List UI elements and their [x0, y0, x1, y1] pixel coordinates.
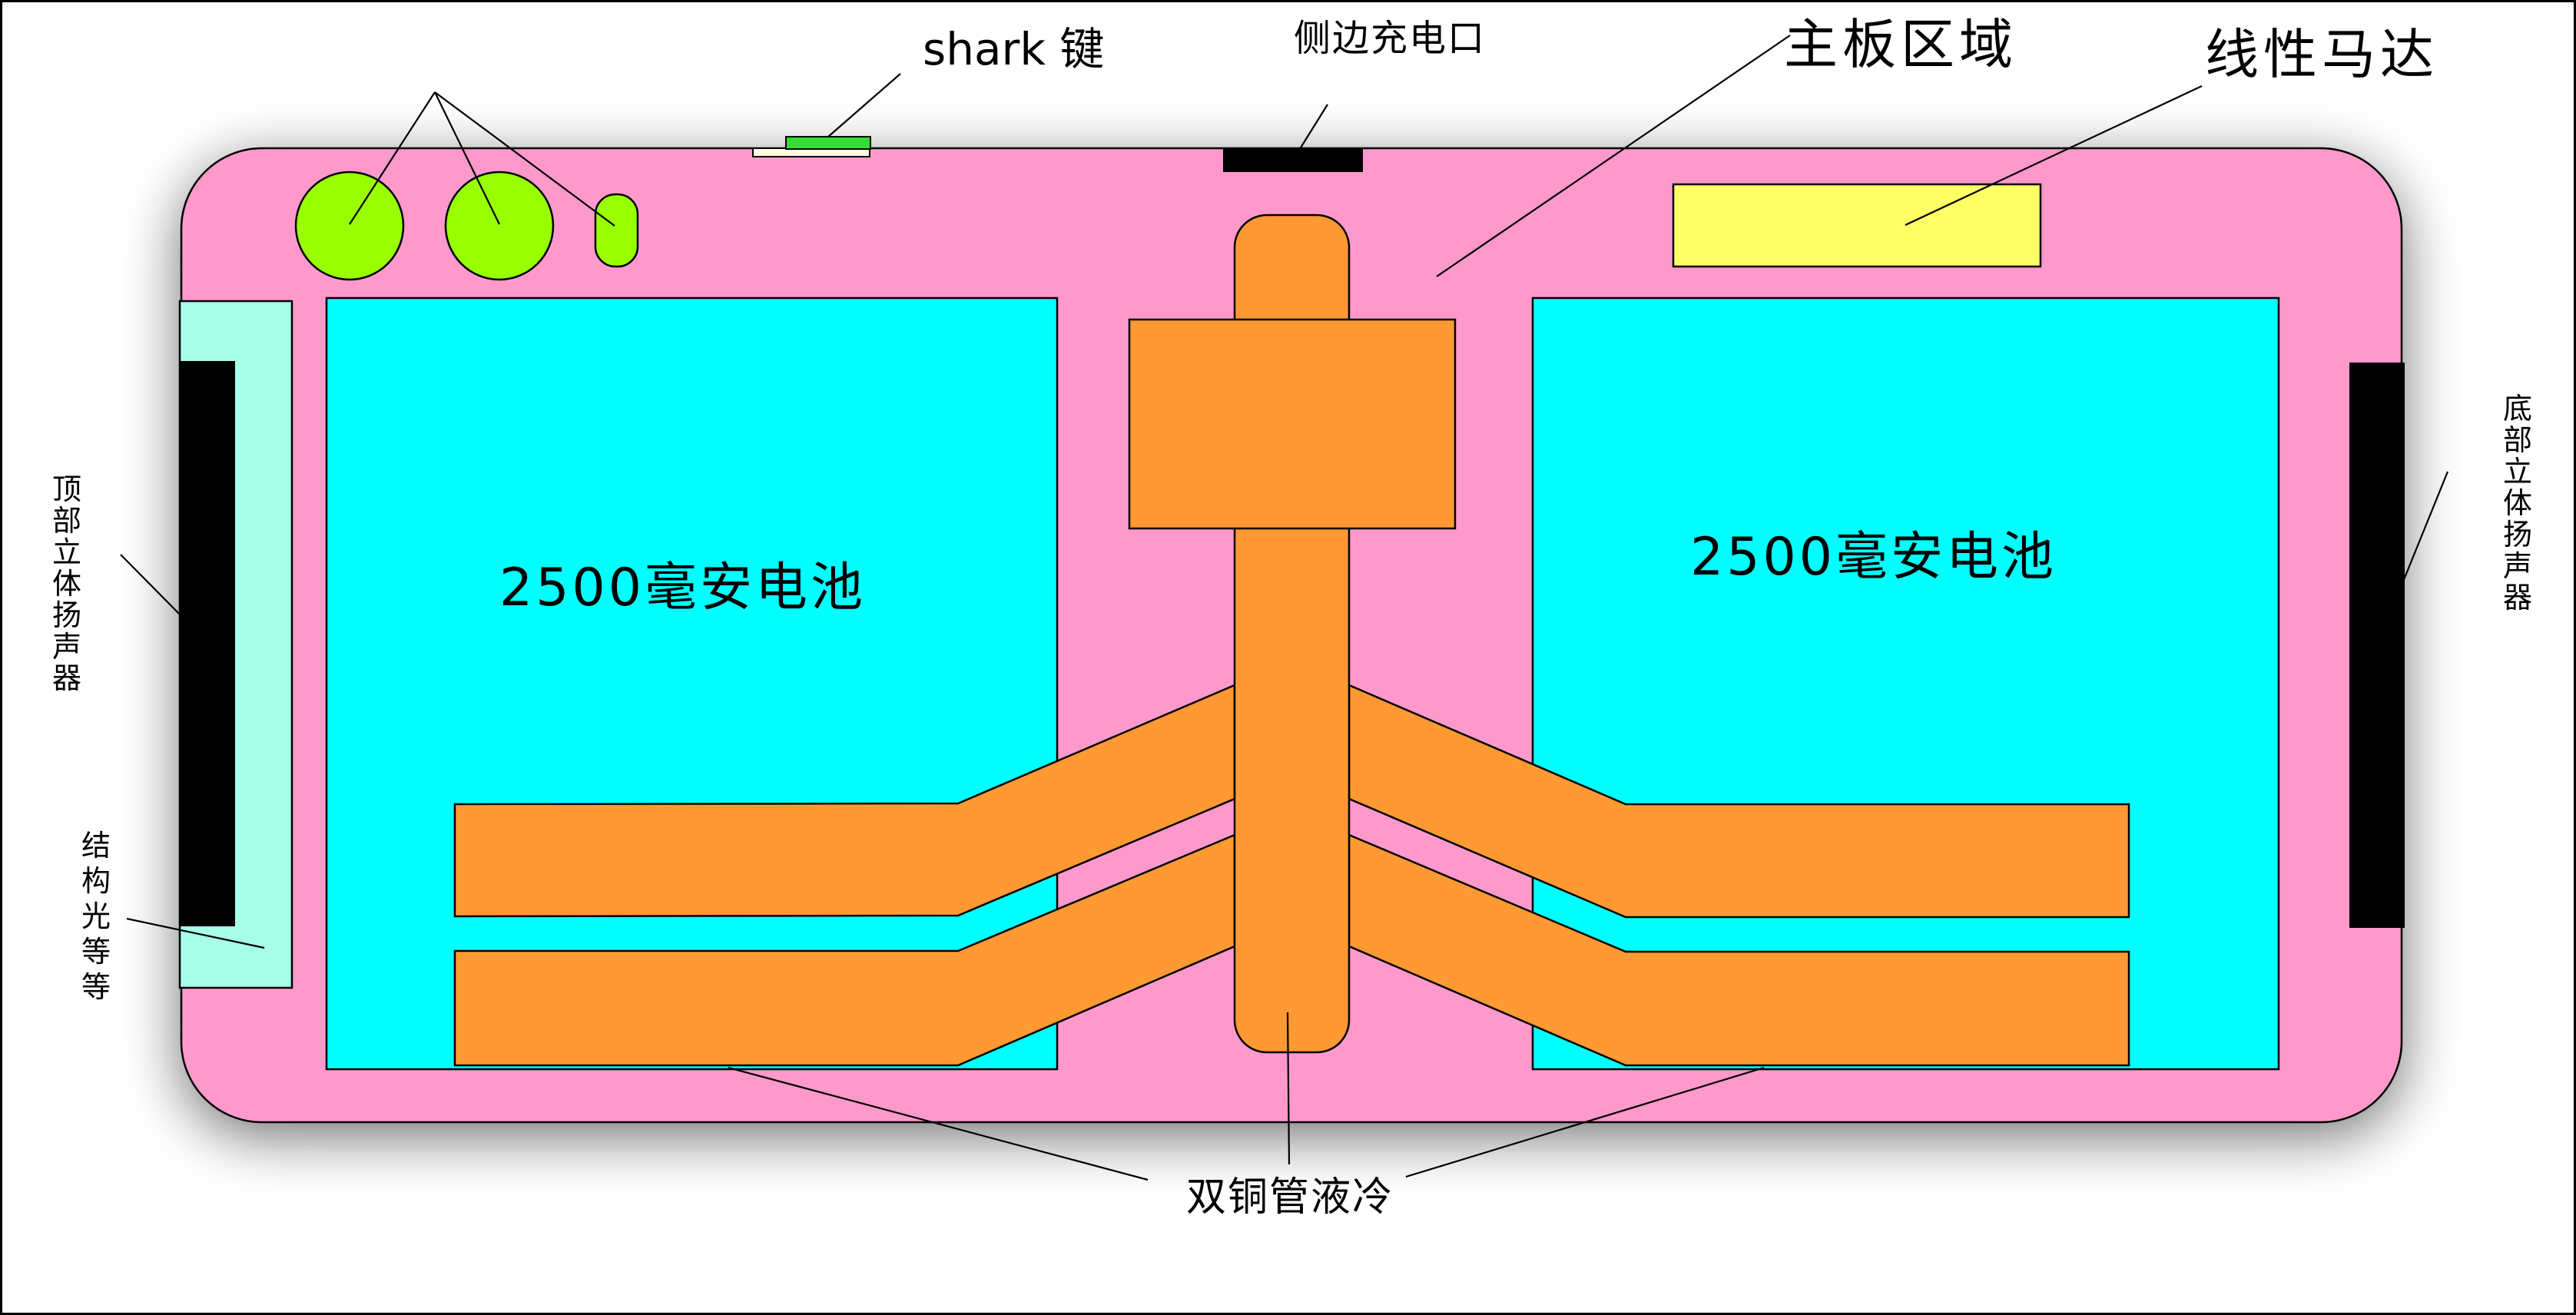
- side-charge-port-label: 侧边充电口: [1294, 17, 1486, 60]
- structural-light-char: 光: [81, 899, 111, 933]
- bottom-speaker-char: 扬: [2503, 518, 2532, 552]
- leader-camera-2: [434, 91, 500, 225]
- structural-light-char: 等: [81, 935, 111, 969]
- leader-shark-key: [827, 73, 901, 137]
- top-speaker-char: 体: [52, 567, 81, 601]
- bottom-speaker-char: 底: [2503, 392, 2532, 426]
- bottom-speaker: [2349, 363, 2405, 928]
- structural-light-label: 结 构 光 等 等: [81, 829, 111, 1004]
- bottom-speaker-char: 器: [2503, 581, 2532, 614]
- leader-structural-light: [126, 917, 265, 949]
- top-speaker-label: 顶 部 立 体 扬 声 器: [52, 472, 81, 695]
- leader-motor: [1905, 85, 2203, 226]
- bottom-speaker-label: 底 部 立 体 扬 声 器: [2503, 392, 2532, 614]
- vapor-chamber-block: [1128, 318, 1457, 530]
- structural-light-char: 结: [81, 829, 111, 863]
- top-speaker: [180, 361, 235, 926]
- top-speaker-char: 扬: [52, 598, 81, 632]
- leader-mainboard: [1436, 35, 1791, 277]
- bottom-speaker-char: 体: [2503, 486, 2532, 520]
- bottom-speaker-char: 部: [2503, 423, 2532, 457]
- battery-left-label: 2500毫安电池: [499, 558, 866, 618]
- shark-key: [785, 136, 871, 150]
- leader-lines: [120, 35, 2449, 1181]
- leader-cooling-left: [728, 1066, 1149, 1181]
- leader-flash: [434, 91, 615, 227]
- leader-camera-1: [349, 91, 436, 225]
- side-charge-port: [1223, 148, 1363, 172]
- top-speaker-char: 器: [52, 661, 81, 695]
- battery-right-label: 2500毫安电池: [1690, 527, 2057, 588]
- camera-lens-1: [294, 171, 405, 281]
- structural-light-char: 构: [81, 864, 111, 898]
- leader-bottom-speaker: [2400, 471, 2449, 586]
- top-speaker-char: 立: [52, 535, 81, 569]
- camera-flash: [594, 193, 639, 268]
- structural-light-char: 等: [81, 970, 111, 1004]
- battery-left: [325, 296, 1059, 1071]
- top-speaker-char: 顶: [52, 472, 81, 506]
- camera-lens-2: [444, 171, 555, 281]
- mainboard-area-label: 主板区域: [1784, 13, 2017, 76]
- liquid-cooling-label: 双铜管液冷: [1186, 1174, 1394, 1221]
- leader-top-speaker: [120, 554, 182, 617]
- bottom-speaker-char: 立: [2503, 455, 2532, 489]
- leader-cooling-center: [1286, 1012, 1291, 1165]
- bottom-speaker-char: 声: [2503, 549, 2532, 583]
- linear-motor: [1672, 183, 2042, 268]
- top-speaker-char: 部: [52, 504, 81, 538]
- leader-charge-port: [1298, 104, 1328, 152]
- leader-cooling-right: [1405, 1066, 1765, 1178]
- linear-motor-label: 线性马达: [2205, 23, 2438, 86]
- top-speaker-char: 声: [52, 630, 81, 664]
- shark-key-label: shark 键: [923, 23, 1104, 75]
- battery-right: [1531, 296, 2280, 1071]
